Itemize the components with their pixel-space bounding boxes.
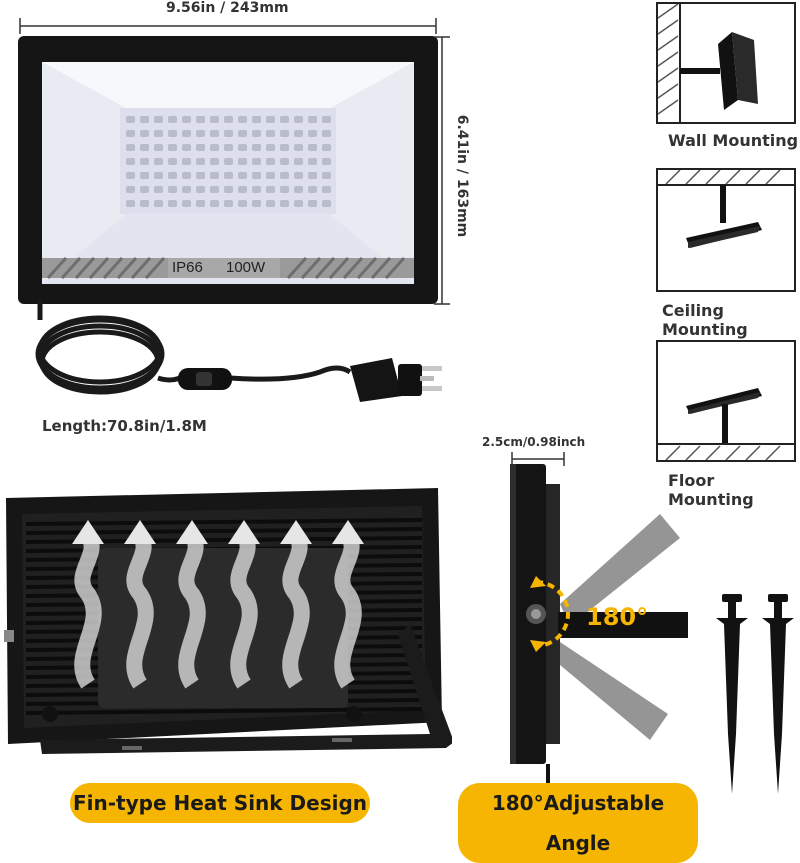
height-label: 6.41in / 163mm bbox=[454, 101, 470, 251]
flood-light-front bbox=[18, 36, 438, 304]
width-label: 9.56in / 243mm bbox=[160, 0, 295, 16]
ground-stakes bbox=[716, 594, 794, 794]
ceiling-mounting-label: Ceiling Mounting bbox=[662, 301, 748, 339]
wattage-label: 100W bbox=[226, 259, 266, 276]
front-view: 9.56in / 243mm IP66 100W 6.4 bbox=[0, 0, 470, 435]
height-dimension-line bbox=[434, 36, 450, 305]
side-view-angle bbox=[510, 464, 688, 784]
wall-mounting-box bbox=[656, 2, 796, 124]
wall-mount-icon bbox=[658, 4, 758, 122]
heat-sink-caption: Fin-type Heat Sink Design bbox=[70, 783, 370, 823]
ceiling-mount-icon bbox=[658, 170, 794, 248]
wall-mounting-label: Wall Mounting bbox=[668, 131, 799, 150]
ip-rating-label: IP66 bbox=[172, 259, 203, 276]
angle-badge: 180° bbox=[586, 603, 649, 631]
floor-mounting-box bbox=[656, 340, 796, 462]
depth-label: 2.5cm/0.98inch bbox=[482, 435, 586, 449]
width-dimension-line bbox=[19, 18, 437, 34]
ceiling-mounting-box bbox=[656, 168, 796, 292]
depth-dimension-line bbox=[511, 452, 565, 466]
heat-sink-back-view bbox=[4, 488, 452, 754]
floor-mounting-label: Floor Mounting bbox=[668, 471, 754, 509]
cable-length-label: Length:70.8in/1.8M bbox=[42, 417, 207, 435]
power-cable bbox=[35, 300, 442, 402]
angle-caption: 180°Adjustable Angle bbox=[458, 783, 698, 863]
floor-mount-icon bbox=[658, 388, 794, 460]
